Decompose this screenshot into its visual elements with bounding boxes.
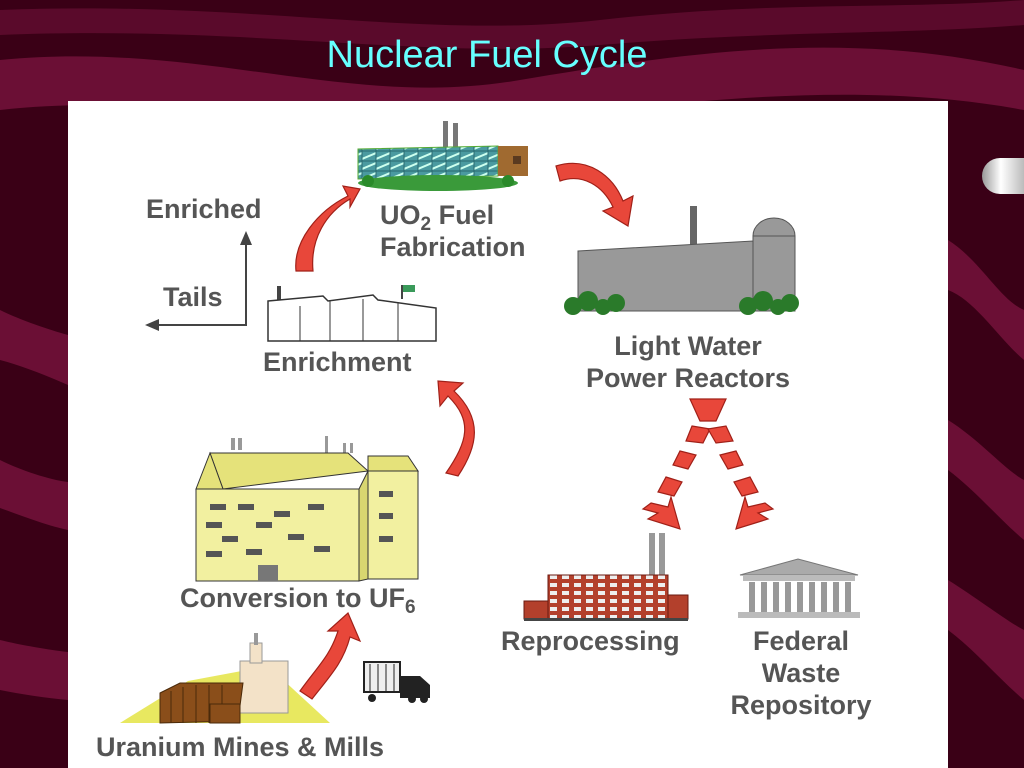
arrow-reactors-to-reprocessing-and-repository [641, 398, 775, 530]
arrow-fabrication-to-reactors [555, 162, 634, 227]
label-fuel-fabrication: UO2 Fuel Fabrication [380, 200, 526, 262]
reprocessing-factory-icon [523, 533, 689, 621]
label-enriched: Enriched [146, 194, 262, 224]
power-reactor-icon [564, 206, 799, 315]
arrow-conversion-to-enrichment [437, 380, 475, 477]
edge-tab-decoration [982, 158, 1024, 194]
conversion-plant-icon [195, 436, 419, 582]
slide-title: Nuclear Fuel Cycle [326, 34, 648, 76]
label-tails: Tails [163, 282, 223, 312]
enrichment-axes [145, 231, 252, 331]
label-uranium-mines-mills: Uranium Mines & Mills [96, 732, 385, 762]
label-reprocessing: Reprocessing [501, 626, 680, 656]
uranium-mine-icon [120, 633, 330, 724]
diagram-panel: UO2 Fuel Fabrication Enriched Tails Enri… [68, 101, 948, 768]
label-light-water-reactors: Light Water Power Reactors [585, 331, 791, 393]
label-conversion: Conversion to UF6 [180, 583, 416, 618]
fuel-fabrication-plant-icon [357, 121, 528, 191]
arrow-enrichment-to-fabrication [295, 185, 361, 272]
label-enrichment: Enrichment [263, 347, 412, 377]
arrow-mines-to-conversion [299, 611, 362, 700]
truck-icon [363, 661, 430, 703]
enrichment-plant-icon [267, 285, 437, 342]
diagram-graphics [120, 121, 860, 724]
federal-building-icon [738, 558, 860, 618]
label-federal-waste-repository: Federal Waste Repository [730, 626, 872, 720]
